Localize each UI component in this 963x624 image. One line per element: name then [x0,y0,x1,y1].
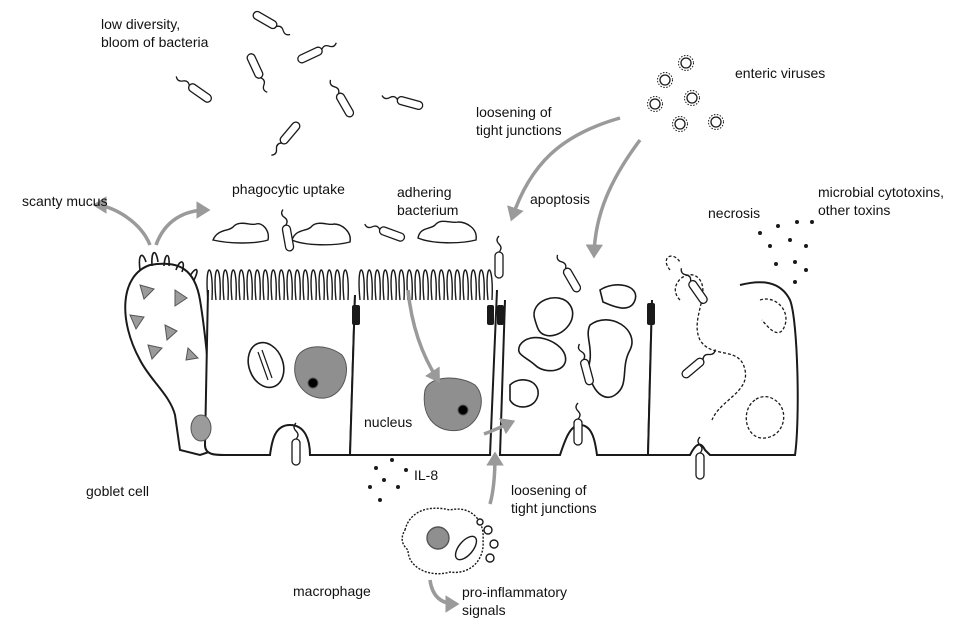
necrotic-cell [648,282,798,455]
label-nucleus: nucleus [364,413,412,431]
label-pro-inflammatory: pro-inflammatory signals [462,583,567,619]
label-apoptosis: apoptosis [530,190,590,208]
label-loosening-bottom: loosening of tight junctions [511,481,597,517]
label-phagocytic-uptake: phagocytic uptake [232,180,345,198]
label-adhering-bacterium: adhering bacterium [397,183,458,219]
label-scanty-mucus: scanty mucus [22,192,108,210]
label-goblet-cell: goblet cell [86,482,149,500]
label-macrophage: macrophage [293,582,371,600]
mucus-clumps [213,221,476,245]
macrophage [402,508,498,574]
label-low-diversity: low diversity, bloom of bacteria [101,15,208,51]
label-il8: IL-8 [414,466,438,484]
label-enteric-viruses: enteric viruses [735,64,825,82]
enteric-viruses [648,56,724,132]
free-bacteria [174,10,424,158]
label-loosening-top: loosening of tight junctions [476,103,562,139]
il8-dots [368,458,408,502]
label-microbial-toxins: microbial cytotoxins, other toxins [818,183,944,219]
label-necrosis: necrosis [708,204,760,222]
toxin-dots [758,220,814,284]
